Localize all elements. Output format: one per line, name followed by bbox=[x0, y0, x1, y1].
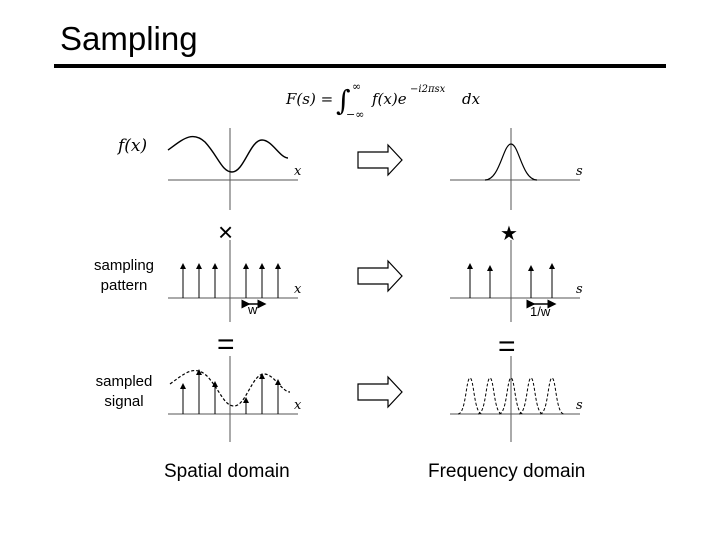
equals-symbol-left: = bbox=[217, 328, 235, 361]
slide-title: Sampling bbox=[60, 20, 198, 57]
s-axis-label-3: s bbox=[576, 398, 583, 413]
transform-arrow-2 bbox=[357, 259, 403, 293]
replica-peak bbox=[539, 377, 565, 415]
transform-arrow-1 bbox=[357, 143, 403, 177]
spacing-label-w: w bbox=[248, 302, 258, 317]
formula-lower-limit: −∞ bbox=[346, 108, 365, 121]
signal-curve bbox=[167, 135, 289, 173]
x-axis-label-1: x bbox=[294, 164, 302, 179]
s-axis-label-2: s bbox=[576, 282, 583, 297]
sampling-pattern-label: sampling pattern bbox=[93, 257, 155, 294]
replica-peak bbox=[457, 377, 483, 415]
replica-peak bbox=[477, 377, 503, 415]
convolve-symbol: ★ bbox=[500, 223, 518, 245]
sampled-signal-label: sampled signal bbox=[95, 373, 153, 410]
frequency-domain-label: Frequency domain bbox=[428, 461, 586, 482]
transform-arrow-3 bbox=[357, 375, 403, 409]
x-axis-label-2: x bbox=[294, 282, 302, 297]
fourier-formula: F(s) = ∫ ∞ −∞ f(x)e −i2πsx dx bbox=[286, 80, 481, 121]
x-axis-label-3: x bbox=[294, 398, 302, 413]
multiply-symbol: × bbox=[218, 217, 234, 247]
title-underline bbox=[54, 64, 666, 68]
equals-symbol-right: = bbox=[498, 330, 516, 363]
replica-peak bbox=[518, 377, 544, 415]
spatial-domain-label: Spatial domain bbox=[164, 461, 290, 482]
formula-upper-limit: ∞ bbox=[352, 80, 362, 93]
spectrum-peak bbox=[484, 143, 538, 181]
s-axis-label-1: s bbox=[576, 164, 583, 179]
fx-label: f(x) bbox=[118, 136, 148, 156]
